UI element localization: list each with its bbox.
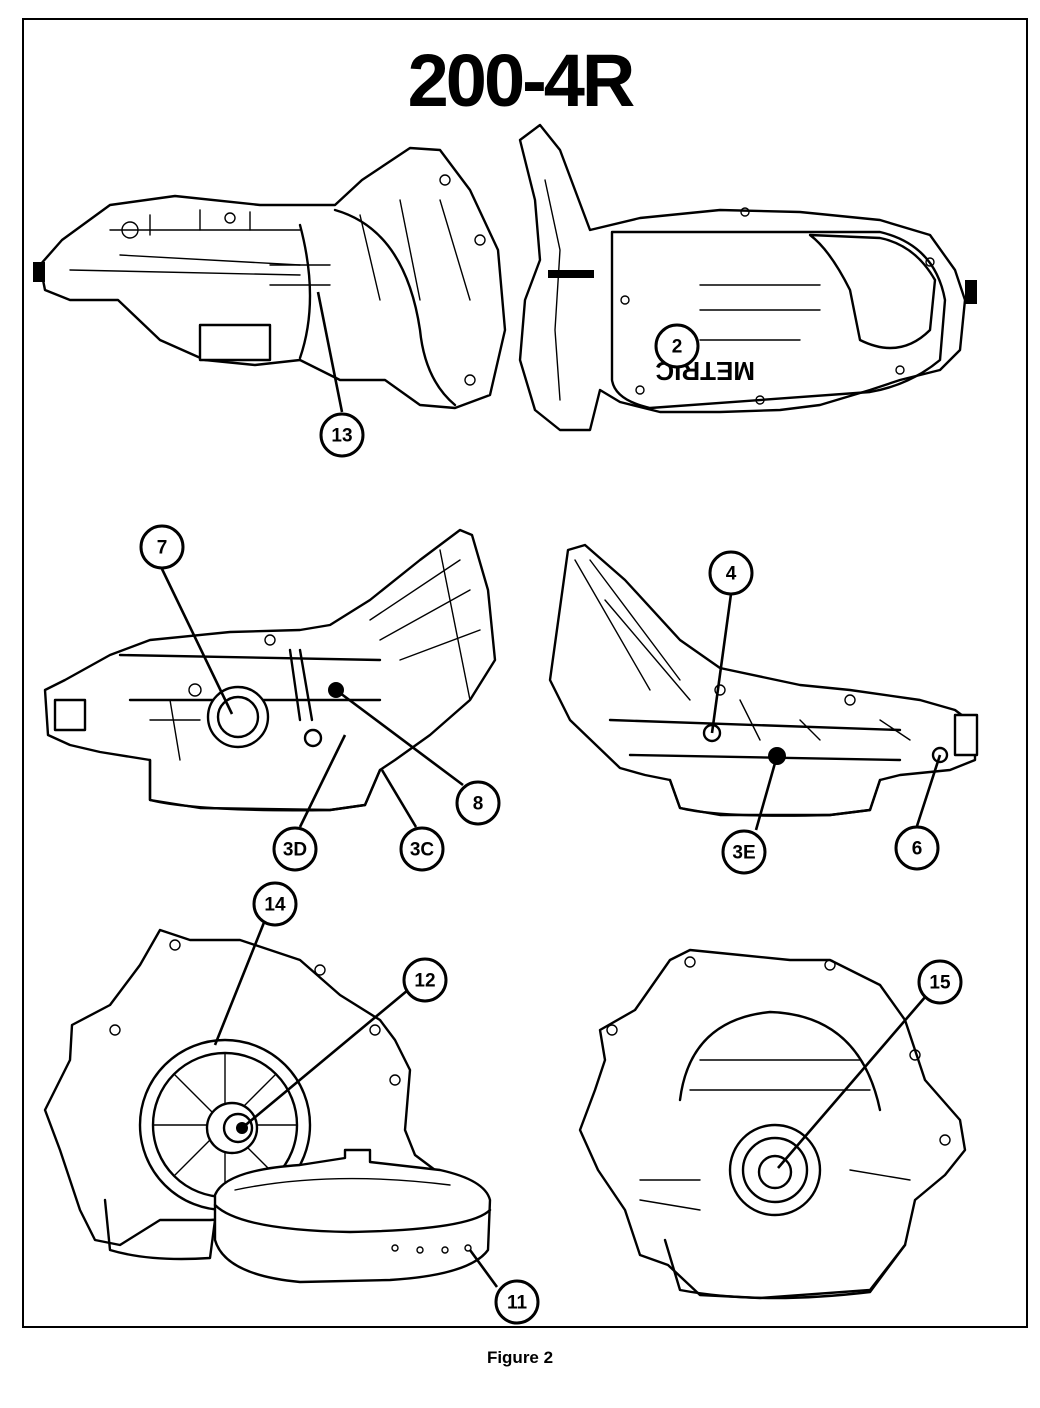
callout-8: 8	[455, 780, 501, 826]
callout-11: 11	[494, 1279, 540, 1325]
svg-text:11: 11	[507, 1293, 528, 1314]
callout-13: 13	[319, 412, 365, 458]
callout-6: 6	[894, 825, 940, 871]
svg-text:3C: 3C	[410, 840, 435, 861]
svg-text:3D: 3D	[283, 840, 307, 861]
callout-12: 12	[402, 957, 448, 1003]
callout-3e: 3E	[721, 829, 767, 875]
view-top-right: METRIC	[518, 123, 977, 432]
callout-7: 7	[139, 524, 185, 570]
view-bottom-right	[578, 948, 967, 1300]
callout-15: 15	[917, 959, 963, 1005]
svg-text:15: 15	[929, 973, 951, 994]
svg-text:7: 7	[157, 538, 168, 559]
callout-3d: 3D	[272, 826, 318, 872]
figure-title: 200-4R	[407, 39, 636, 122]
view-top-left	[33, 146, 507, 410]
callout-leaders	[160, 291, 942, 1288]
svg-text:3E: 3E	[732, 843, 755, 864]
callout-2: 2	[654, 323, 700, 369]
callout-4: 4	[708, 550, 754, 596]
callout-14: 14	[252, 881, 298, 927]
view-middle-left	[43, 528, 497, 812]
callout-3c: 3C	[399, 826, 445, 872]
svg-text:2: 2	[672, 337, 683, 358]
view-middle-right	[548, 543, 979, 817]
svg-text:14: 14	[264, 895, 286, 916]
svg-text:13: 13	[331, 426, 352, 447]
svg-text:8: 8	[473, 794, 484, 815]
figure-border	[22, 18, 1028, 1328]
view-bottom-left	[43, 928, 492, 1284]
svg-text:12: 12	[414, 971, 435, 992]
svg-text:4: 4	[726, 564, 737, 585]
figure-caption: Figure 2	[486, 1348, 554, 1367]
svg-text:6: 6	[912, 839, 923, 860]
